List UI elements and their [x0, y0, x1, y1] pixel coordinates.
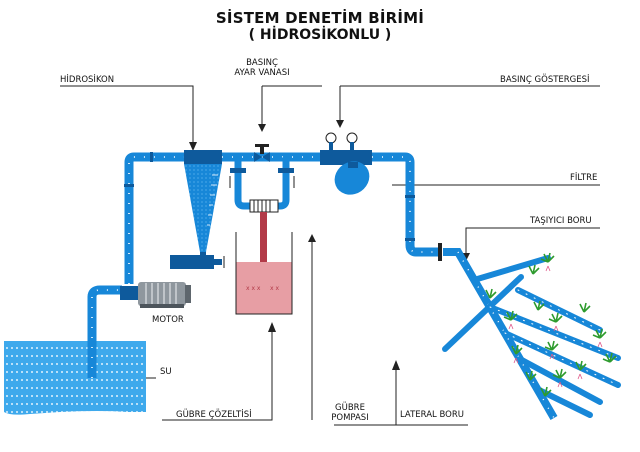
svg-text:x x: x x	[270, 285, 279, 292]
label-lateral-boru: LATERAL BORU	[400, 410, 464, 420]
delivery-pipe	[124, 152, 185, 284]
filter	[320, 132, 372, 195]
fertilizer-tank: x x x x x	[235, 232, 293, 315]
motor	[120, 282, 191, 308]
pressure-valve	[254, 144, 270, 162]
callout-lines	[60, 85, 600, 426]
svg-text:x x x: x x x	[246, 285, 261, 292]
label-tasiyici-boru: TAŞIYICI BORU	[530, 216, 592, 226]
plants	[485, 252, 617, 397]
label-motor: MOTOR	[152, 315, 184, 325]
roots	[508, 265, 603, 388]
label-gubre-pompasi-line2: POMPASI	[331, 413, 369, 423]
label-filtre: FİLTRE	[570, 173, 598, 183]
lateral-pipes	[442, 255, 621, 418]
fertilizer-bypass	[229, 157, 295, 210]
label-gubre-pompasi-line1: GÜBRE	[335, 403, 365, 413]
label-basinc-ayar-line1: BASINÇ	[246, 58, 278, 68]
label-basinc-ayar-line2: AYAR VANASI	[234, 68, 290, 78]
label-gubre-cozeltisi: GÜBRE ÇÖZELTİSİ	[176, 410, 252, 420]
hydrocyclone	[170, 150, 225, 269]
label-hidrosikon: HİDROSİKON	[60, 75, 115, 85]
diagram-subtitle: ( HİDROSİKONLU )	[248, 27, 392, 43]
fertilizer-pump	[249, 199, 279, 292]
label-su: SU	[160, 367, 172, 377]
suction-pipe	[87, 285, 122, 378]
label-basinc-gostergesi: BASINÇ GÖSTERGESİ	[500, 75, 590, 85]
diagram-title: SİSTEM DENETİM BİRİMİ	[215, 9, 425, 27]
